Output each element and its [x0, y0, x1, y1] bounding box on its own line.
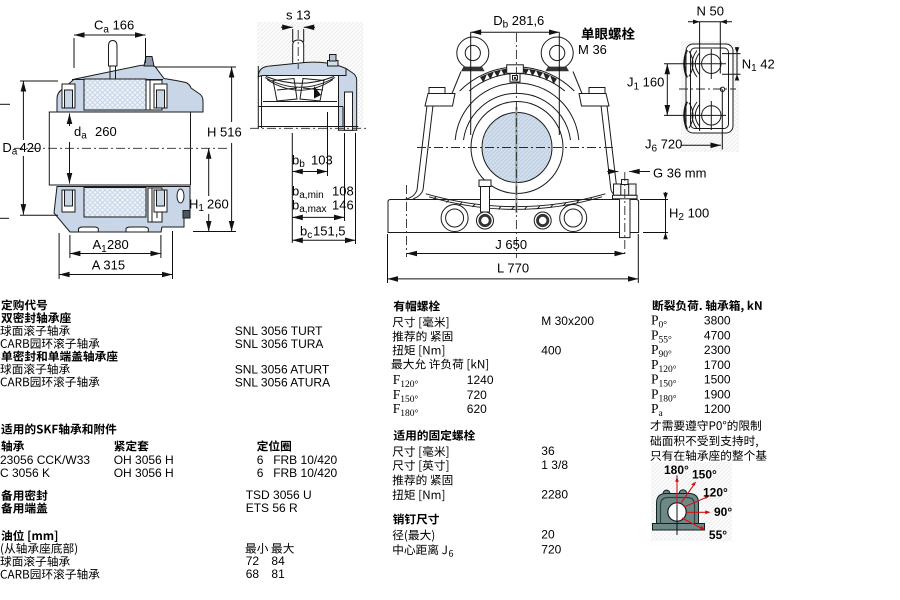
svg-text:A1280: A1280 [93, 237, 129, 255]
svg-text:4700: 4700 [704, 329, 731, 343]
svg-text:20: 20 [541, 528, 555, 542]
svg-text:J 650: J 650 [495, 237, 527, 252]
svg-text:1200: 1200 [704, 402, 731, 416]
svg-text:1240: 1240 [467, 373, 494, 387]
svg-text:N 50: N 50 [697, 4, 724, 19]
svg-text:FRB 10/420: FRB 10/420 [273, 466, 337, 480]
svg-text:1900: 1900 [704, 388, 731, 402]
svg-text:J1 160: J1 160 [627, 75, 664, 93]
svg-text:s 13: s 13 [286, 7, 311, 22]
svg-text:TSD 3056 U: TSD 3056 U [246, 488, 312, 502]
svg-text:SNL 3056 ATURT: SNL 3056 ATURT [235, 363, 330, 377]
svg-text:400: 400 [541, 344, 561, 358]
svg-text:180°: 180° [664, 463, 689, 477]
svg-text:M 36: M 36 [578, 42, 607, 57]
svg-text:84: 84 [271, 554, 285, 568]
svg-text:C 3056 K: C 3056 K [0, 466, 50, 480]
svg-text:2280: 2280 [541, 487, 568, 501]
svg-text:55°: 55° [709, 528, 727, 542]
svg-text:1700: 1700 [704, 358, 731, 372]
svg-text:SNL 3056 TURA: SNL 3056 TURA [235, 337, 324, 351]
svg-text:N1 42: N1 42 [742, 57, 775, 75]
svg-text:SNL 3056 TURT: SNL 3056 TURT [235, 324, 323, 338]
svg-text:H 516: H 516 [207, 124, 242, 139]
svg-text:ETS 56 R: ETS 56 R [246, 501, 298, 515]
svg-text:72: 72 [246, 554, 260, 568]
svg-text:23056 CCK/W33: 23056 CCK/W33 [0, 453, 90, 467]
svg-text:6: 6 [257, 466, 264, 480]
svg-text:OH 3056 H: OH 3056 H [114, 466, 174, 480]
svg-text:720: 720 [541, 542, 561, 556]
svg-text:120°: 120° [703, 486, 728, 500]
svg-text:L 770: L 770 [497, 260, 529, 275]
svg-text:2300: 2300 [704, 343, 731, 357]
svg-text:81: 81 [271, 567, 285, 581]
svg-text:720: 720 [467, 388, 487, 402]
svg-text:68: 68 [246, 567, 260, 581]
svg-text:1 3/8: 1 3/8 [541, 458, 568, 472]
svg-text:Ca 166: Ca 166 [94, 18, 134, 36]
svg-text:6: 6 [257, 453, 264, 467]
svg-text:3800: 3800 [704, 314, 731, 328]
svg-text:FRB 10/420: FRB 10/420 [273, 453, 337, 467]
svg-text:36: 36 [541, 444, 555, 458]
svg-text:H2 100: H2 100 [669, 205, 709, 223]
svg-text:bc151,5: bc151,5 [300, 223, 346, 241]
svg-text:620: 620 [467, 402, 487, 416]
svg-text:G 36 mm: G 36 mm [653, 165, 706, 180]
svg-text:90°: 90° [714, 505, 732, 519]
svg-text:A 315: A 315 [92, 257, 125, 272]
svg-text:1500: 1500 [704, 373, 731, 387]
svg-text:J6 720: J6 720 [645, 137, 682, 155]
svg-text:Db 281,6: Db 281,6 [493, 13, 544, 31]
svg-text:OH 3056 H: OH 3056 H [114, 453, 174, 467]
svg-text:M 30x200: M 30x200 [541, 314, 594, 328]
svg-text:150°: 150° [692, 468, 717, 482]
svg-text:SNL 3056 ATURA: SNL 3056 ATURA [235, 375, 330, 389]
